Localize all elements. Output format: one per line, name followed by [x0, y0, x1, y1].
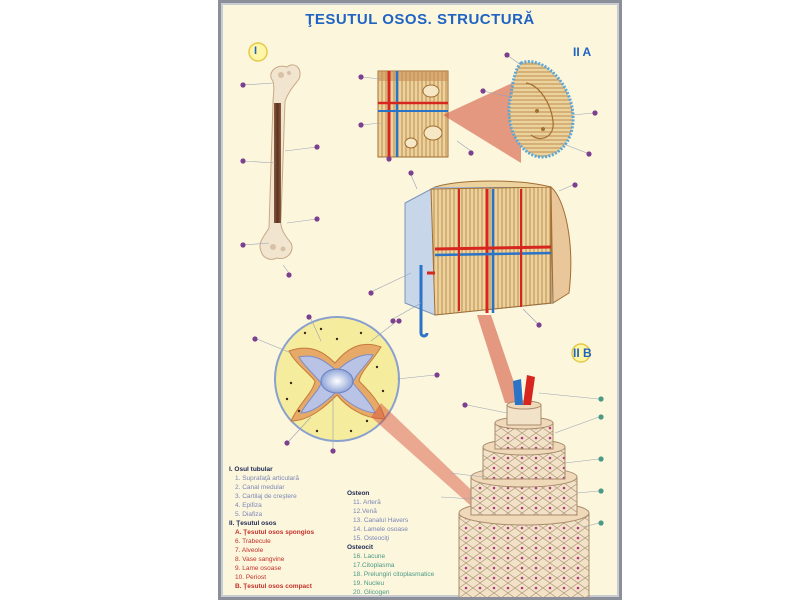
legend-left: I. Osul tubular 1. Suprafaţă articulară … — [229, 465, 359, 591]
osteon-label-dots-green — [598, 396, 604, 526]
legend-item: 2. Canal medular — [235, 484, 285, 491]
osteocyte-leader-lines — [256, 318, 436, 449]
magnification-cone-c — [371, 403, 489, 513]
bone-label-dots — [240, 82, 320, 278]
section-iib-label: II B — [573, 346, 592, 360]
poster-title: ŢESUTUL OSOS. STRUCTURĂ — [305, 11, 535, 28]
legend-heading-osul-tubular: I. Osul tubular — [229, 466, 273, 473]
magnification-cone-b — [477, 315, 521, 403]
legend-heading-osteon: Osteon — [347, 490, 370, 497]
legend-item: 3. Cartilaj de creştere — [235, 493, 297, 500]
legend-right: Osteon 11. Arteră 12.Venă 13. Canalul Ha… — [347, 489, 457, 597]
legend-item: 1. Suprafaţă articulară — [235, 475, 299, 482]
legend-item: 8. Vase sangvine — [235, 556, 285, 563]
legend-item: 20. Glicogen — [353, 589, 390, 596]
legend-item: 10. Periost — [235, 574, 267, 581]
legend-item: 14. Lamele osoase — [353, 526, 408, 533]
legend-item: 7. Alveole — [235, 547, 264, 554]
legend-item: 12.Venă — [353, 508, 377, 515]
section-b-label-dots — [368, 170, 578, 328]
osteocyte-magnified — [274, 316, 400, 442]
legend-item: 6. Trabecule — [235, 538, 271, 545]
legend-item: 5. Diafiza — [235, 511, 263, 518]
legend-heading-tesutul-osos: II. Ţesutul osos — [229, 520, 277, 527]
legend-item: 17.Citoplasma — [353, 562, 395, 569]
compact-bone-block — [404, 180, 572, 338]
section-i-label: I — [254, 45, 258, 57]
bone-leader-lines — [242, 82, 318, 274]
legend-item: 11. Arteră — [353, 499, 381, 506]
magnification-cone-a — [443, 79, 521, 163]
legend-item: 13. Canalul Havers — [353, 517, 409, 524]
legend-item: 4. Epifiza — [235, 502, 262, 509]
legend-item: 9. Lame osoase — [235, 565, 282, 572]
osteon-leader-lines — [440, 392, 600, 528]
legend-item: 15. Osteociţi — [353, 535, 390, 542]
trabecula-magnified — [507, 60, 575, 159]
section-i-badge-bg — [248, 42, 268, 62]
section-iia-label: II A — [573, 45, 592, 59]
legend-item-spongios: A. Ţesutul osos spongios — [235, 529, 315, 536]
spongy-bone-block — [377, 70, 449, 158]
section-a-leader-lines — [360, 54, 594, 154]
osteocyte-label-dots — [252, 314, 440, 454]
legend-item: 19. Nucleu — [353, 580, 385, 587]
osteon-label-dots — [462, 402, 468, 408]
diagram-drawing — [240, 42, 604, 597]
section-b-leader-lines — [372, 174, 574, 324]
section-iib-badge-bg — [571, 343, 591, 363]
poster: ŢESUTUL OSOS. STRUCTURĂ — [218, 0, 622, 600]
legend-heading-osteocit: Osteocit — [347, 544, 374, 551]
section-a-label-dots — [358, 52, 598, 162]
legend-item-compact: B. Ţesutul osos compact — [235, 583, 312, 590]
osteon-illustration — [458, 375, 590, 597]
legend-item: 16. Lacune — [353, 553, 386, 560]
legend-item: 18. Prelungiri citoplasmatice — [353, 571, 435, 578]
long-bone-illustration — [259, 64, 301, 260]
